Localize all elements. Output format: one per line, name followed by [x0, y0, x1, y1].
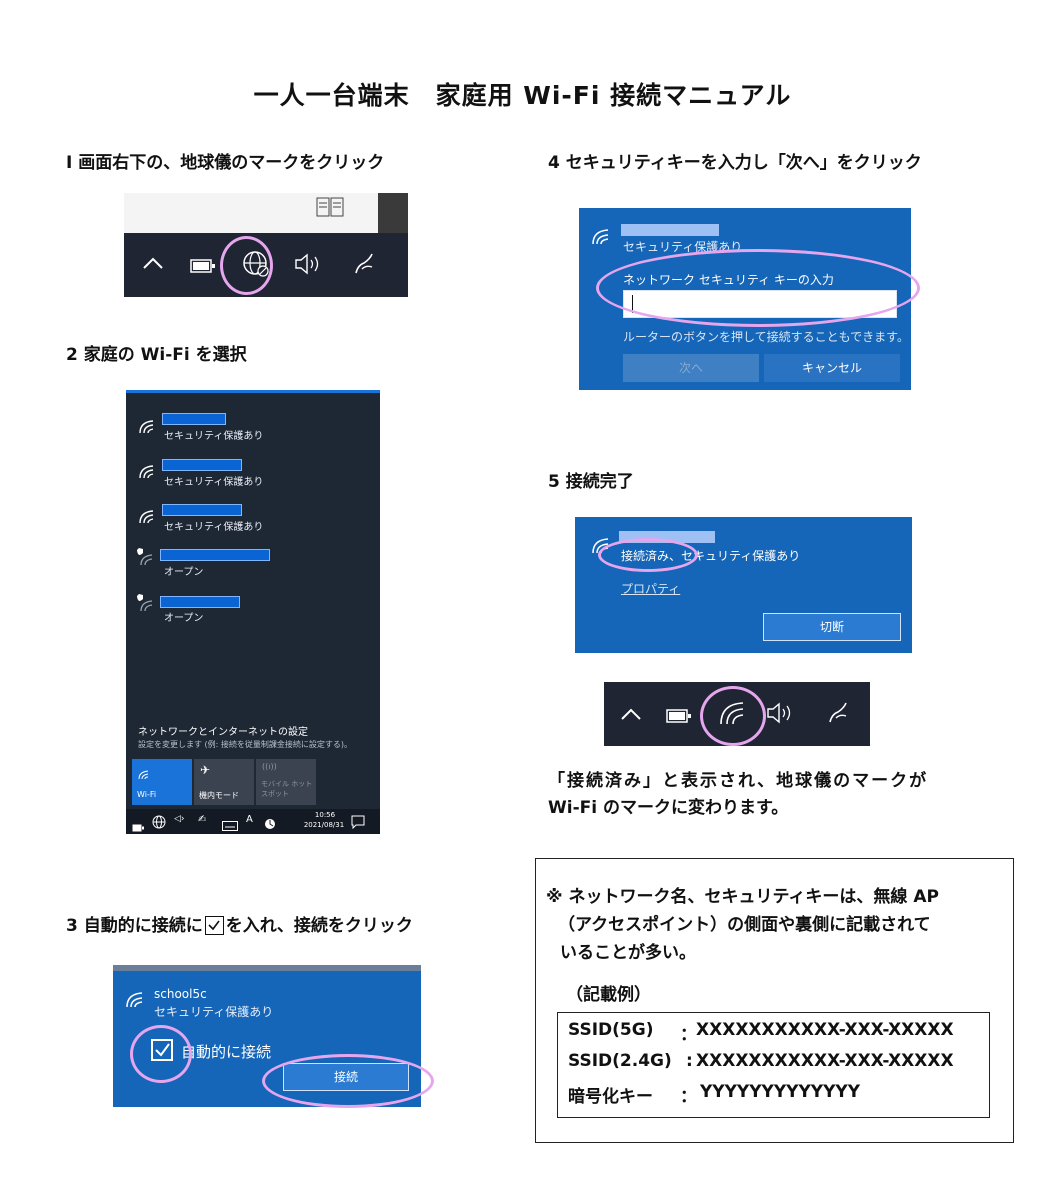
ssid-row-key: SSID(5G)	[568, 1020, 654, 1040]
highlight-ellipse-key-input	[596, 249, 920, 327]
highlight-circle-connect	[262, 1054, 434, 1108]
security-status: セキュリティ保護あり	[154, 1005, 274, 1019]
network-name-redacted	[162, 504, 242, 516]
network-item-4[interactable]	[126, 543, 380, 583]
step-1-heading: Ⅰ 画面右下の、地球儀のマークをクリック	[66, 153, 385, 173]
ssid-example-box	[557, 1012, 990, 1118]
wifi-open-shield-icon	[136, 593, 156, 617]
book-icon	[316, 197, 344, 217]
ssid-row-value: XXXXXXXXXXX-XXX-XXXXX	[696, 1020, 954, 1040]
network-item-1[interactable]	[126, 407, 380, 447]
highlight-circle-connected	[598, 538, 698, 572]
wifi-icon	[138, 765, 150, 784]
network-name-redacted	[160, 549, 270, 561]
step-3-text-a: 3 自動的に接続に	[66, 916, 203, 936]
ssid-row-key: SSID(2.4G)	[568, 1051, 672, 1071]
checkbox-icon	[204, 916, 224, 935]
result-text-1: 「接続済み」と表示され、地球儀のマークが	[548, 771, 929, 791]
notification-icon[interactable]	[351, 814, 365, 833]
step-4-heading: 4 セキュリティキーを入力し「次へ」をクリック	[548, 153, 922, 173]
network-3-status: セキュリティ保護あり	[164, 522, 264, 533]
chevron-up-icon[interactable]	[142, 255, 164, 274]
wifi-secured-icon	[138, 464, 156, 484]
network-name-redacted	[162, 413, 226, 425]
ssid-row-sep: ：	[680, 1087, 697, 1107]
wifi-icon	[591, 228, 611, 250]
speaker-icon[interactable]	[766, 702, 794, 728]
ime-icon: A	[246, 814, 253, 825]
ssid-row-sep: ：	[680, 1025, 697, 1045]
page-title: 一人一台端末 家庭用 Wi-Fi 接続マニュアル	[253, 81, 792, 110]
mini-taskbar: ◁› ✍ A 10:56 2021/08/31	[126, 809, 380, 834]
status-icon	[264, 815, 276, 834]
ssid-row-value: YYYYYYYYYYYYY	[700, 1082, 861, 1102]
next-button[interactable]: 次へ	[623, 354, 759, 382]
note-box	[535, 858, 1014, 1143]
tile-airplane-label: 機内モード	[199, 791, 239, 800]
network-item-2[interactable]	[126, 453, 380, 493]
network-2-status: セキュリティ保護あり	[164, 477, 264, 488]
cancel-button[interactable]: キャンセル	[764, 354, 900, 382]
hotspot-icon: ((ı))	[262, 762, 277, 771]
clock-time: 10:56	[314, 811, 336, 819]
battery-icon	[132, 817, 144, 836]
auto-connect-label: 自動的に接続	[181, 1043, 272, 1061]
tile-airplane[interactable]: ✈ 機内モード	[194, 759, 254, 805]
network-list-panel: セキュリティ保護あり セキュリティ保護あり セキュリティ保護あり オープン オー…	[126, 390, 380, 834]
note-line-1: ※ ネットワーク名、セキュリティキーは、無線 AP	[546, 887, 939, 907]
network-name-redacted	[162, 459, 242, 471]
wifi-icon	[125, 991, 145, 1013]
step-3-text-b: を入れ、接続をクリック	[225, 916, 413, 936]
network-4-status: オープン	[164, 567, 204, 578]
network-name-redacted	[621, 224, 719, 236]
network-item-5[interactable]	[126, 589, 380, 629]
keyboard-icon	[222, 816, 238, 835]
step-3-heading: 3 自動的に接続に を入れ、接続をクリック	[66, 911, 413, 936]
network-5-status: オープン	[164, 613, 204, 624]
wifi-open-shield-icon	[136, 547, 156, 571]
chevron-up-icon[interactable]	[620, 706, 642, 725]
note-line-3: いることが多い。	[560, 943, 696, 963]
result-text-2: Wi-Fi のマークに変わります。	[548, 798, 789, 818]
properties-link[interactable]: プロパティ	[621, 582, 681, 596]
clock-date: 2021/08/31	[303, 821, 345, 829]
ssid-row-sep: :	[686, 1051, 693, 1071]
tile-mobile-label: モバイル ホットスポット	[261, 780, 313, 798]
tile-wifi[interactable]: Wi-Fi	[132, 759, 192, 805]
router-hint: ルーターのボタンを押して接続することもできます。	[623, 330, 909, 344]
ssid-label: school5c	[154, 987, 207, 1001]
speaker-icon: ◁›	[174, 814, 185, 824]
globe-icon	[152, 814, 166, 833]
pen-icon[interactable]	[352, 251, 378, 281]
example-label: （記載例）	[566, 985, 651, 1005]
network-settings-link[interactable]: ネットワークとインターネットの設定	[138, 727, 308, 738]
highlight-circle-checkbox	[130, 1025, 192, 1083]
step-5-heading: 5 接続完了	[548, 472, 634, 492]
tile-wifi-label: Wi-Fi	[137, 790, 157, 799]
battery-icon[interactable]	[190, 258, 216, 277]
highlight-circle-globe	[220, 236, 273, 295]
speaker-icon[interactable]	[294, 253, 322, 279]
battery-icon[interactable]	[666, 708, 692, 727]
highlight-circle-wifi	[700, 686, 766, 746]
wifi-secured-icon	[138, 509, 156, 529]
ssid-row-value: XXXXXXXXXXX-XXX-XXXXX	[696, 1051, 954, 1071]
note-line-2: （アクセスポイント）の側面や裏側に記載されて	[558, 915, 931, 935]
disconnect-button[interactable]: 切断	[763, 613, 901, 641]
ssid-row-key: 暗号化キー	[568, 1087, 653, 1107]
step-2-heading: 2 家庭の Wi-Fi を選択	[66, 345, 247, 365]
network-1-status: セキュリティ保護あり	[164, 431, 264, 442]
wifi-secured-icon	[138, 419, 156, 439]
network-name-redacted	[160, 596, 240, 608]
airplane-icon: ✈	[200, 763, 211, 777]
network-item-3[interactable]	[126, 498, 380, 538]
pen-icon[interactable]	[826, 700, 852, 730]
network-settings-desc: 設定を変更します (例: 接続を従量制課金接続に設定する)。	[138, 740, 353, 749]
connected-dialog: 接続済み、セキュリティ保護あり プロパティ 切断	[575, 517, 912, 653]
tile-mobile-hotspot[interactable]: ((ı)) モバイル ホットスポット	[256, 759, 316, 805]
pen-icon: ✍	[198, 814, 207, 825]
